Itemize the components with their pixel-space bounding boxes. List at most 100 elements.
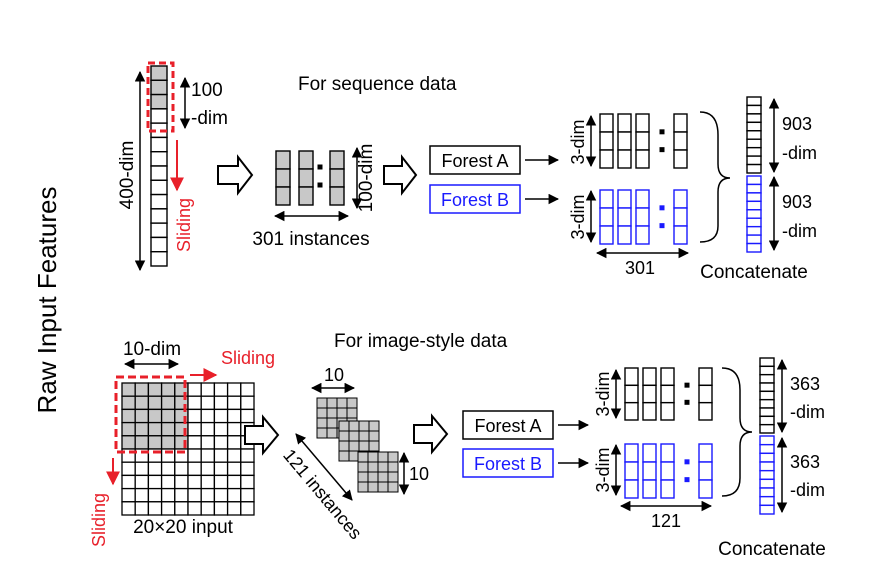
class-vector-cell xyxy=(642,479,657,499)
flow-arrow-icon xyxy=(413,413,449,455)
class-vector-cell xyxy=(635,131,650,151)
concat-brace xyxy=(699,111,731,243)
class-vector-cell xyxy=(660,367,675,387)
concat-dim-b-bottom: -dim xyxy=(790,480,825,500)
vector-count-label: 301 xyxy=(625,258,655,278)
patch-cell xyxy=(368,420,380,432)
concat-cell xyxy=(759,469,775,481)
ellipsis-dot xyxy=(684,459,690,465)
input-cell xyxy=(150,193,168,210)
forest-b-class-vectors xyxy=(624,443,713,499)
class-vector-cell xyxy=(642,367,657,387)
grid-cell xyxy=(147,395,163,411)
concat-cell xyxy=(746,121,762,132)
grid-cell xyxy=(240,501,255,516)
class-vector-cell xyxy=(635,207,650,227)
patch-cell xyxy=(338,440,350,452)
class-vector-cell xyxy=(617,189,632,209)
grid-cell xyxy=(200,501,216,516)
class-vector-cell xyxy=(624,479,639,499)
grid-cell xyxy=(147,435,163,450)
forest-a-class-vectors xyxy=(624,367,713,421)
grid-cell xyxy=(134,501,150,516)
input-cell xyxy=(150,151,168,167)
instance-cell xyxy=(298,186,314,206)
flow-arrow-icon xyxy=(383,154,418,196)
forest-a-box xyxy=(429,145,521,175)
patch-cell xyxy=(348,440,360,452)
concat-cell xyxy=(759,382,775,393)
grid-cell xyxy=(121,395,136,411)
grid-cell xyxy=(174,474,189,490)
input-cell xyxy=(150,136,168,153)
patch-cell xyxy=(367,471,379,483)
grid-cell xyxy=(213,461,229,477)
grid-cell xyxy=(121,382,136,397)
class-vector-cell xyxy=(660,443,675,463)
patch-cell xyxy=(367,481,379,493)
concat-dim-b-bottom: -dim xyxy=(782,221,817,241)
concat-cell xyxy=(759,398,775,409)
grid-cell xyxy=(200,435,216,450)
input-cell xyxy=(150,65,168,81)
concat-cell xyxy=(759,435,775,446)
grid-cell xyxy=(160,461,176,477)
concat-cell xyxy=(746,163,762,174)
concat-cell xyxy=(759,415,775,426)
patch-cell xyxy=(348,420,360,432)
input-cell xyxy=(150,179,168,196)
concatenate-label: Concatenate xyxy=(700,262,808,283)
grid-cell xyxy=(226,382,242,397)
class-vector-cell xyxy=(599,189,614,209)
patch-cell xyxy=(377,481,389,493)
grid-cell xyxy=(134,382,150,397)
window-dim-label: 10-dim xyxy=(123,339,181,360)
grid-cell xyxy=(147,474,163,490)
grid-cell xyxy=(121,408,136,424)
instances-dim-label: 100-dim xyxy=(356,144,377,213)
grid-cell xyxy=(121,421,136,437)
concat-cell xyxy=(759,407,775,418)
grid-cell xyxy=(187,501,202,516)
ellipsis-dot xyxy=(659,147,665,153)
concat-dim-a-top: 903 xyxy=(782,114,812,134)
concat-cell xyxy=(746,155,762,166)
class-dim-a-label: 3-dim xyxy=(568,119,588,164)
forest-a-label: Forest A xyxy=(474,416,541,436)
concat-dim-a-bottom: -dim xyxy=(782,143,817,163)
class-vector-cell xyxy=(642,384,657,404)
grid-cell xyxy=(147,408,163,424)
grid-cell xyxy=(160,487,176,503)
class-vector-cell xyxy=(624,367,639,387)
patch-cell xyxy=(358,440,370,452)
image-input-label: 20×20 input xyxy=(133,517,234,538)
patch-cell xyxy=(357,461,369,473)
patch-cell xyxy=(377,451,389,463)
class-vector-cell xyxy=(624,401,639,421)
class-vector-cell xyxy=(624,461,639,481)
window-dim-label-top: 100 xyxy=(191,80,223,101)
patch-cell xyxy=(358,420,370,432)
class-vector-cell xyxy=(617,225,632,245)
instance-cell xyxy=(329,168,345,188)
grid-cell xyxy=(147,501,163,516)
class-vector-cell xyxy=(660,401,675,421)
grid-cell xyxy=(187,382,202,397)
forest-b-label: Forest B xyxy=(474,454,542,474)
patch-top-label: 10 xyxy=(324,365,344,385)
grid-cell xyxy=(174,461,189,477)
grid-cell xyxy=(187,395,202,411)
class-vector-cell xyxy=(635,113,650,133)
input-cell xyxy=(150,108,168,124)
concat-cell xyxy=(759,478,775,489)
concat-cell xyxy=(746,225,762,236)
patch-cell xyxy=(316,397,328,409)
patch-cell xyxy=(368,440,380,452)
instance-cell xyxy=(275,168,291,188)
grid-cell xyxy=(240,461,255,477)
class-vector-cell xyxy=(617,113,632,133)
grid-cell xyxy=(240,395,255,411)
grid-cell xyxy=(213,395,229,411)
concatenated-vector xyxy=(759,357,775,515)
